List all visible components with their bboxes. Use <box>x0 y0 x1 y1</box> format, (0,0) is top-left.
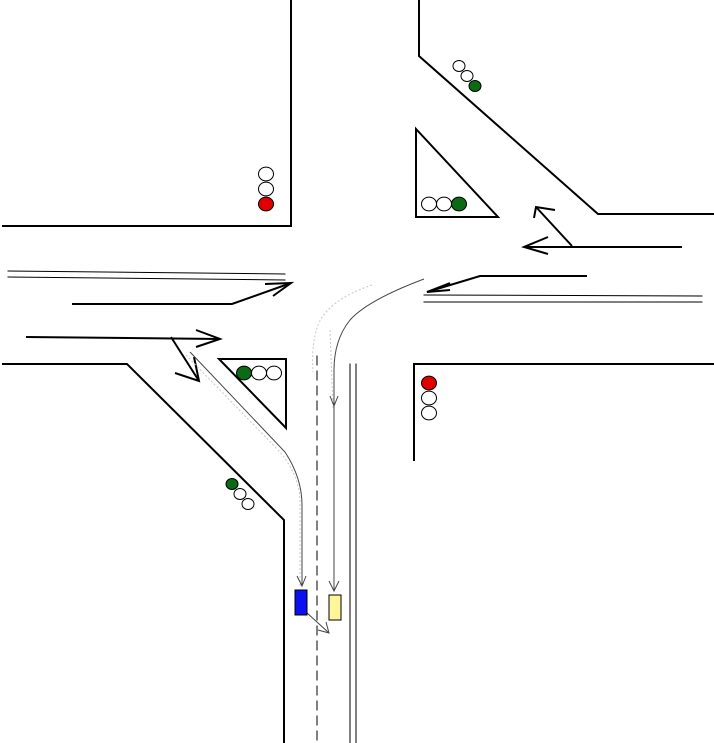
curb-northwest <box>2 0 292 227</box>
signal-northwest-corner-lamp-1-off <box>258 166 274 182</box>
vehicles <box>294 589 342 621</box>
traffic-arrows <box>25 205 682 383</box>
path-yellow-ghost <box>312 284 373 373</box>
signal-southwest-diagonal-lamp-3-off <box>241 497 255 511</box>
arrow-west-straight-head <box>195 329 223 348</box>
path-yellow-ghost-2 <box>329 329 334 409</box>
curb-northeast <box>418 0 714 215</box>
path-blue-exit <box>305 611 330 634</box>
signal-north-island-lamp-1-off <box>421 196 437 212</box>
curb-southwest <box>2 363 285 743</box>
path-blue-turn-head <box>296 575 307 588</box>
path-blue-turn-ghost <box>185 354 301 588</box>
signal-northeast-diagonal-lamp-3-green <box>468 79 482 93</box>
signal-southeast-corner-lamp-2-off <box>421 390 437 406</box>
signal-southwest-island-lamp-2-off <box>251 365 267 381</box>
signal-southwest-island-lamp-1-green <box>236 365 252 381</box>
arrow-east-straight-head <box>521 236 549 255</box>
arrow-east-turn <box>535 206 573 247</box>
arrow-west-veer-head <box>264 281 295 297</box>
vehicle-paths <box>185 278 425 634</box>
path-yellow-turn-head <box>328 580 340 593</box>
path-yellow-turn <box>333 278 425 590</box>
signal-northeast-diagonal <box>452 59 482 93</box>
arrow-west-veer <box>72 282 292 305</box>
signal-northeast-diagonal-lamp-2-off <box>460 69 474 83</box>
blue-vehicle <box>294 589 308 616</box>
arrow-east-lower <box>426 275 587 293</box>
path-yellow-ghost-head <box>329 395 339 408</box>
signal-southwest-diagonal-lamp-2-off <box>233 487 247 501</box>
signal-north-island-lamp-2-off <box>436 196 452 212</box>
arrow-east-lower-head <box>426 282 451 293</box>
lane-line-east-1 <box>423 294 703 297</box>
signal-north-island-lamp-3-green <box>451 196 467 212</box>
path-blue-exit-head <box>317 621 330 634</box>
island-southwest <box>216 358 287 431</box>
signal-southwest-diagonal-lamp-1-green <box>225 477 239 491</box>
signal-southeast-corner-lamp-3-off <box>421 405 437 421</box>
signal-southeast-corner-lamp-1-red <box>421 375 437 391</box>
signal-northwest-corner-lamp-2-off <box>258 181 274 197</box>
lane-line-west-2 <box>7 276 286 281</box>
signal-southwest-island-lamp-3-off <box>266 365 282 381</box>
traffic-signals <box>225 59 482 511</box>
signal-southwest-diagonal <box>225 477 255 511</box>
signal-northeast-diagonal-lamp-1-off <box>452 59 466 73</box>
curb-southeast <box>413 363 714 461</box>
path-blue-turn <box>189 351 303 586</box>
yellow-vehicle <box>328 594 342 621</box>
arrow-west-right <box>170 336 200 382</box>
signal-north-island <box>421 196 467 212</box>
signal-southeast-corner <box>421 375 437 421</box>
signal-northwest-corner-lamp-3-red <box>258 196 274 212</box>
signal-southwest-island <box>236 365 282 381</box>
signal-northwest-corner <box>258 166 274 212</box>
island-north <box>415 126 501 218</box>
arrow-east-turn-head <box>533 205 556 219</box>
lane-line-west-1 <box>7 270 286 275</box>
arrow-west-straight <box>25 336 221 340</box>
